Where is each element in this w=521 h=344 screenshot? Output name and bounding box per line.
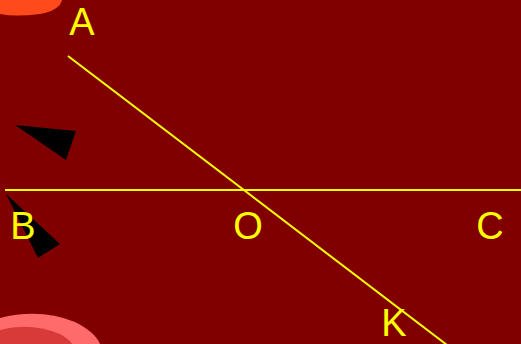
line-ak xyxy=(68,56,447,344)
point-label: C xyxy=(476,207,503,245)
corner-blob xyxy=(0,0,62,16)
line-bc xyxy=(5,189,521,191)
arrow-mark xyxy=(6,194,60,258)
arrow-mark xyxy=(15,125,76,160)
point-label: B xyxy=(10,207,35,245)
corner-blob xyxy=(0,327,72,344)
point-label: A xyxy=(69,3,94,41)
corner-blob xyxy=(0,314,100,344)
point-label: K xyxy=(381,304,406,342)
point-label: O xyxy=(233,207,263,245)
